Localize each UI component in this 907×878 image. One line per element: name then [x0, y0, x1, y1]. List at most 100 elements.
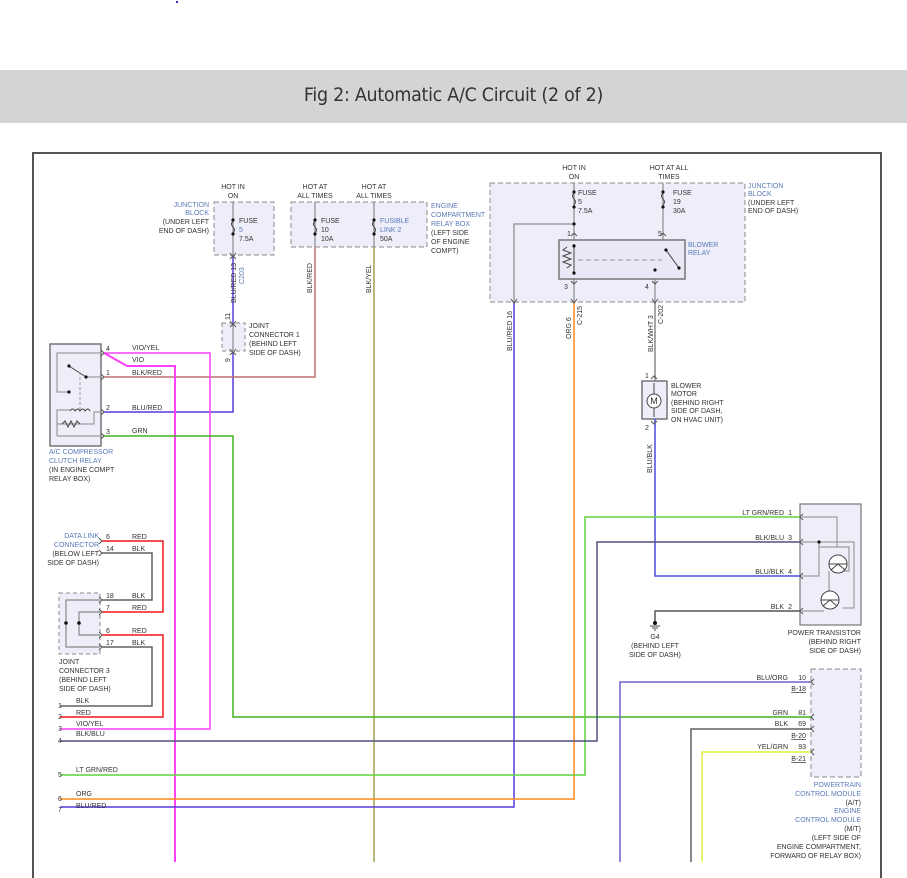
pin-number: 10 [798, 675, 806, 682]
wire-label: VIO [132, 357, 145, 364]
component-label: POWER TRANSISTOR [788, 630, 861, 637]
bus-number: 3 [58, 726, 62, 733]
motor-symbol: M [650, 396, 658, 406]
pin-number: 2 [645, 425, 649, 432]
transistor-collector [829, 599, 838, 607]
fuse-label: FUSE [673, 190, 692, 197]
wire-label: RED [132, 605, 147, 612]
component-label: SIDE OF DASH) [809, 648, 861, 655]
fuse-label: 30A [673, 208, 686, 215]
fuse-label: 5 [239, 227, 243, 234]
connector-markers [98, 232, 815, 756]
pin-number: 1 [645, 373, 649, 380]
pin-number: 2 [788, 604, 792, 611]
pin-number: 6 [106, 534, 110, 541]
wire-blk-ground [654, 610, 800, 622]
component-label: BLOWER [671, 383, 701, 390]
pin-number: 69 [798, 721, 806, 728]
component-label: CONNECTOR 1 [249, 332, 300, 339]
wire-label: BLK/YEL [366, 264, 373, 293]
jc3-splice [77, 621, 81, 625]
ac-relay-switch-path [56, 352, 101, 393]
wire-label: RED [132, 628, 147, 635]
contact-dot [664, 248, 668, 252]
component-label: OF ENGINE [431, 239, 470, 246]
figure-title: Fig 2: Automatic A/C Circuit (2 of 2) [303, 84, 604, 106]
ac-relay-coil [69, 408, 91, 412]
wire-label: BLU/RED [76, 803, 106, 810]
wire-label: GRN [132, 428, 148, 435]
wire-label: BLU/RED 13 [231, 263, 238, 303]
pin-number: 14 [106, 546, 114, 553]
wire-label: BLK [76, 698, 90, 705]
wire-label: LT GRN/RED [76, 767, 118, 774]
bus-number: 5 [58, 772, 62, 779]
component-label: COMPARTMENT [431, 212, 486, 219]
wire-label: ORG 6 [566, 317, 573, 339]
fusible-link-icon [372, 218, 376, 236]
wire-blu-red-relay-pin2 [104, 353, 234, 413]
bus-number: 6 [58, 796, 62, 803]
contact-dot [84, 375, 88, 379]
fuse-label: FUSIBLE [380, 218, 410, 225]
wire-blu-blk [654, 419, 800, 577]
pin-number: 6 [106, 628, 110, 635]
pin-number: 3 [564, 284, 568, 291]
pin-number: 81 [798, 710, 806, 717]
figure-banner: Fig 2: Automatic A/C Circuit (2 of 2) [0, 70, 907, 123]
component-label: (BEHIND LEFT [59, 677, 108, 684]
wiring-diagram: M HOT IN ON HOT AT ALL TIMES [47, 165, 862, 862]
wire-label: BLK/RED [307, 263, 314, 293]
component-label: CONNECTOR [54, 542, 99, 549]
power-label: ON [569, 174, 580, 181]
pin-number: 93 [798, 744, 806, 751]
wire-label: BLK [132, 640, 146, 647]
component-label: CLUTCH RELAY [49, 458, 102, 465]
wire-label: BLK [771, 604, 785, 611]
fuse-label: FUSE [321, 218, 340, 225]
fuse-label: 7.5A [578, 208, 593, 215]
transistor-path [802, 516, 838, 547]
wire-label: YEL/GRN [757, 744, 788, 751]
wire-label: LT GRN/RED [742, 510, 784, 517]
pin-number: 1 [788, 510, 792, 517]
connector-label: B-18 [791, 686, 806, 693]
component-label: END OF DASH) [748, 208, 798, 215]
component-label: ENGINE [431, 203, 458, 210]
connector-label: C-215 [577, 306, 584, 325]
ground-label: SIDE OF DASH) [629, 652, 681, 659]
component-label: END OF DASH) [159, 228, 209, 235]
transistor-path [819, 541, 855, 609]
wire-label: BLK/WHT 3 [648, 315, 655, 352]
component-label: RELAY [688, 250, 711, 257]
pin-number: 4 [645, 284, 649, 291]
blower-relay-coil [561, 246, 573, 269]
component-label: (BELOW LEFT [52, 551, 99, 558]
wire-label: BLU/RED 16 [507, 311, 514, 351]
pin-number: 3 [788, 535, 792, 542]
component-label: RELAY BOX [431, 221, 470, 228]
fuse-label: LINK 2 [380, 227, 402, 234]
fuse-label: 5 [578, 199, 582, 206]
wire-grn [104, 435, 811, 718]
blower-relay-contact [665, 249, 680, 269]
pin-number: 4 [788, 569, 792, 576]
fuse-label: FUSE [239, 218, 258, 225]
ground-icon [650, 621, 660, 631]
wire-red-dlc6 [102, 540, 164, 613]
ac-relay-contact [68, 365, 87, 378]
wire-vio-yel [60, 352, 211, 730]
wire-label: BLK/BLU [755, 535, 784, 542]
power-label: HOT AT [362, 184, 387, 191]
connector-label: B-20 [791, 733, 806, 740]
component-label: ENGINE [834, 808, 861, 815]
component-label: BLOCK [748, 191, 772, 198]
connector-label: C203 [239, 267, 246, 284]
pin-number: 18 [106, 593, 114, 600]
fuse-label: 10 [321, 227, 329, 234]
component-label: FORWARD OF RELAY BOX) [770, 853, 861, 860]
fuse-label: 10A [321, 236, 334, 243]
component-label: BLOCK [185, 210, 209, 217]
ground-label: G4 [650, 634, 659, 641]
wire-org [60, 302, 575, 800]
